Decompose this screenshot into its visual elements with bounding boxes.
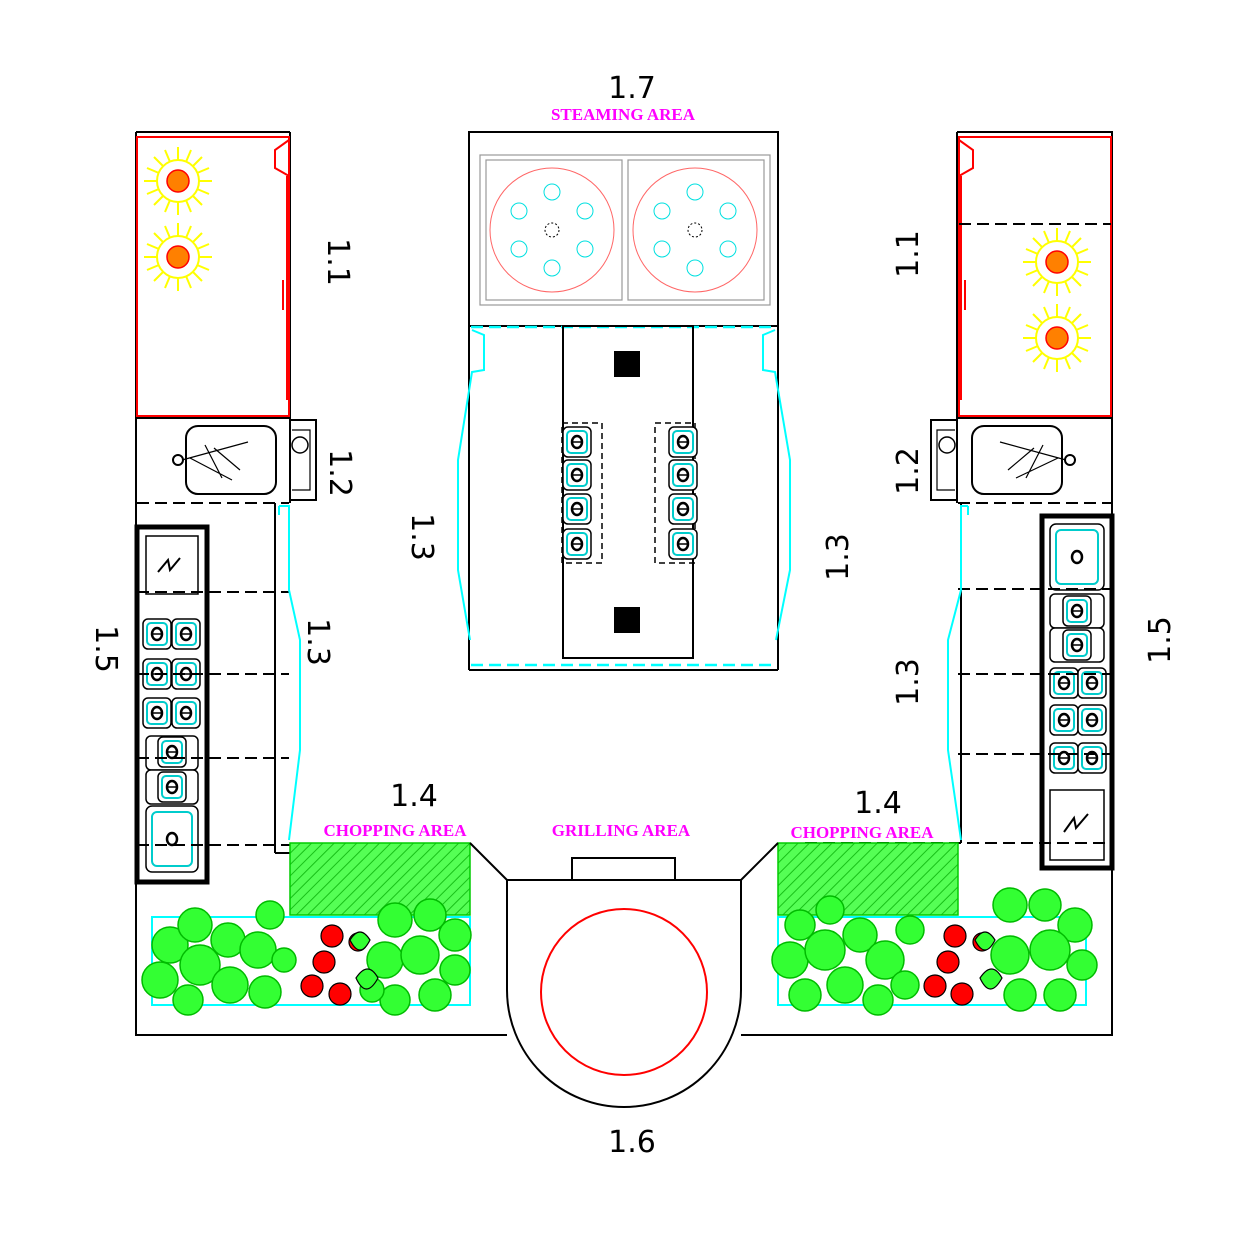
counter-fixtures	[278, 505, 969, 841]
sink-left-number: 1.2	[322, 449, 357, 497]
burner-icon	[1022, 227, 1092, 297]
hob-left	[136, 136, 290, 417]
island-left-number: 1.3	[404, 513, 439, 561]
planter-right	[771, 887, 1098, 1016]
chopping-area-left	[289, 842, 471, 916]
chopping-area-right	[777, 842, 959, 916]
burner-icon	[143, 146, 213, 216]
outer-walls	[135, 131, 1113, 1036]
storage-left	[134, 524, 210, 885]
hob-left-number: 1.1	[320, 238, 355, 286]
chopping-area-right-label: CHOPPING AREA	[790, 823, 934, 842]
hob-right-number: 1.1	[891, 230, 926, 278]
counter-left-number: 1.3	[300, 618, 335, 666]
storage-left-number: 1.5	[88, 625, 123, 673]
hob-right	[958, 136, 1112, 417]
storage-right	[1039, 513, 1115, 871]
chopping-left-number: 1.4	[390, 779, 438, 814]
storage-right-number: 1.5	[1143, 616, 1178, 664]
sink-left	[137, 419, 317, 504]
grilling-area-label: GRILLING AREA	[552, 821, 691, 840]
grill-station	[469, 842, 779, 1108]
burner-icon	[1022, 303, 1092, 373]
central-island	[457, 325, 791, 671]
steaming-area-label: STEAMING AREA	[551, 105, 696, 124]
steamer-unit	[468, 131, 779, 327]
counter-right-number: 1.3	[891, 658, 926, 706]
chopping-area-left-label: CHOPPING AREA	[323, 821, 467, 840]
sink-right	[930, 419, 1111, 504]
planter-left	[141, 898, 472, 1016]
grill-number: 1.6	[608, 1125, 656, 1160]
steaming-number: 1.7	[608, 71, 656, 106]
chopping-right-number: 1.4	[854, 786, 902, 821]
island-right-number: 1.3	[821, 533, 856, 581]
burner-icon	[143, 222, 213, 292]
sink-right-number: 1.2	[891, 447, 926, 495]
